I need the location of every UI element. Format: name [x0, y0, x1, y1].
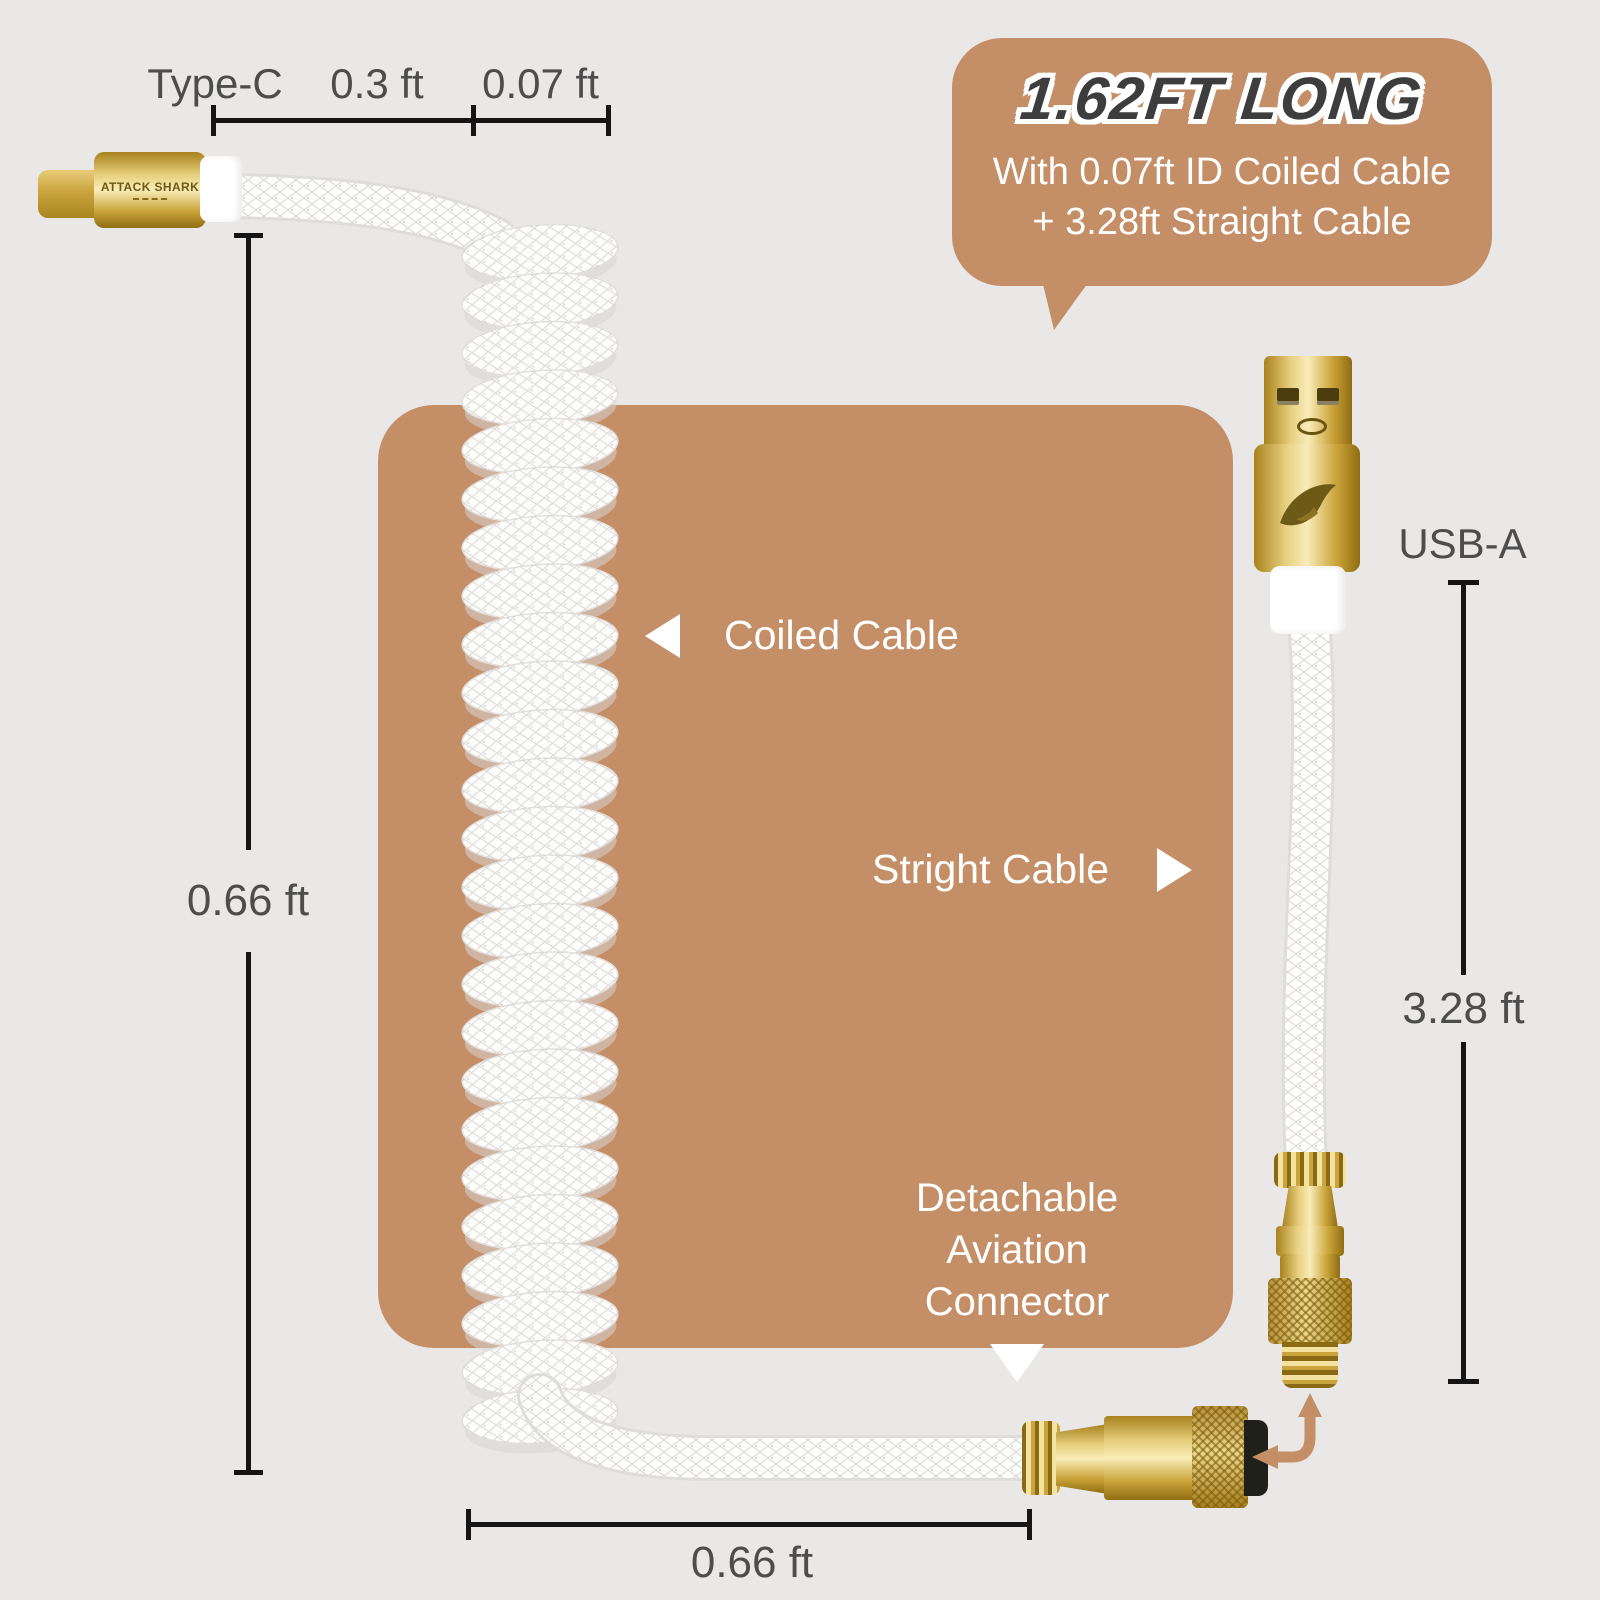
- right-dim-line-upper: [1461, 583, 1466, 975]
- top-dim-tick: [211, 105, 216, 136]
- speech-bubble-tail: [1042, 280, 1090, 330]
- bubble-title: 1.62FT LONG: [1017, 65, 1427, 132]
- brand-text: ATTACK SHARK: [100, 180, 200, 194]
- right-dim-line-lower: [1461, 1042, 1466, 1382]
- bottom-cable-segment: [517, 1373, 1058, 1481]
- callout-detachable-line2: Aviation Connector: [924, 1228, 1110, 1324]
- male-aviation-barrel: [1280, 1254, 1340, 1280]
- bubble-line-1: With 0.07ft ID Coiled Cable: [992, 151, 1452, 193]
- straight-cable-graphic: [1281, 588, 1336, 1187]
- female-aviation-barrel: [1104, 1416, 1196, 1500]
- right-dim-cap-top: [1448, 580, 1479, 585]
- usb-a-metal-tip: [1264, 356, 1352, 448]
- male-aviation-clamp: [1274, 1152, 1346, 1188]
- right-dim-cap-bottom: [1448, 1379, 1479, 1384]
- left-dim-line-lower: [246, 952, 251, 1473]
- usb-pin-slot: [1317, 388, 1339, 405]
- male-aviation-cone: [1282, 1186, 1338, 1228]
- label-left-0-66-ft: 0.66 ft: [186, 876, 310, 925]
- callout-straight-cable: Stright Cable: [872, 846, 1193, 893]
- label-0-3-ft: 0.3 ft: [330, 60, 424, 107]
- top-dim-tick: [606, 105, 611, 136]
- bottom-dim-line: [468, 1522, 1030, 1527]
- top-dim-tick: [471, 105, 476, 136]
- type-c-connector: ATTACK SHARK: [94, 152, 206, 228]
- detach-arrow-icon: [1252, 1393, 1322, 1469]
- female-aviation-cone: [1056, 1424, 1108, 1494]
- label-usb-a: USB-A: [1398, 520, 1527, 567]
- type-c-plug-tip: [38, 170, 100, 218]
- male-aviation-knurled-ring: [1268, 1278, 1352, 1344]
- left-dim-cap-bottom: [234, 1470, 263, 1475]
- speech-bubble: 1.62FT LONG With 0.07ft ID Coiled Cable …: [952, 38, 1492, 286]
- down-triangle-icon: [990, 1344, 1044, 1382]
- female-aviation-clamp: [1022, 1421, 1060, 1495]
- left-dim-line-upper: [246, 235, 251, 850]
- coiled-cable-graphic: [461, 223, 619, 1454]
- callout-straight-label: Stright Cable: [872, 846, 1110, 892]
- bubble-line-2: + 3.28ft Straight Cable: [1032, 201, 1412, 244]
- right-triangle-icon: [1157, 847, 1193, 892]
- type-c-strain-relief: [200, 156, 242, 222]
- usb-shell-hole: [1297, 418, 1327, 435]
- top-dim-line: [213, 118, 610, 123]
- callout-coiled-cable: Coiled Cable: [645, 612, 959, 659]
- usb-a-strain-relief: [1270, 566, 1346, 634]
- top-cable-segment: [209, 173, 519, 263]
- female-aviation-knurled-ring: [1192, 1406, 1248, 1508]
- brand-underline: [133, 198, 167, 200]
- label-bottom-0-66-ft: 0.66 ft: [690, 1538, 814, 1587]
- label-type-c: Type-C: [147, 60, 283, 107]
- bottom-dim-tick-right: [1027, 1509, 1032, 1540]
- male-aviation-threads: [1282, 1342, 1338, 1388]
- label-3-28-ft: 3.28 ft: [1402, 984, 1525, 1033]
- callout-detachable-line1: Detachable: [915, 1176, 1119, 1220]
- usb-a-connector: [1254, 444, 1360, 572]
- usb-pin-slot: [1277, 388, 1299, 405]
- male-aviation-barrel: [1276, 1226, 1344, 1256]
- callout-coiled-label: Coiled Cable: [724, 612, 959, 658]
- label-0-07-ft: 0.07 ft: [482, 60, 599, 107]
- callout-detachable: Detachable Aviation Connector: [858, 1172, 1176, 1382]
- shark-logo-icon: [1280, 484, 1336, 526]
- left-triangle-icon: [645, 613, 680, 658]
